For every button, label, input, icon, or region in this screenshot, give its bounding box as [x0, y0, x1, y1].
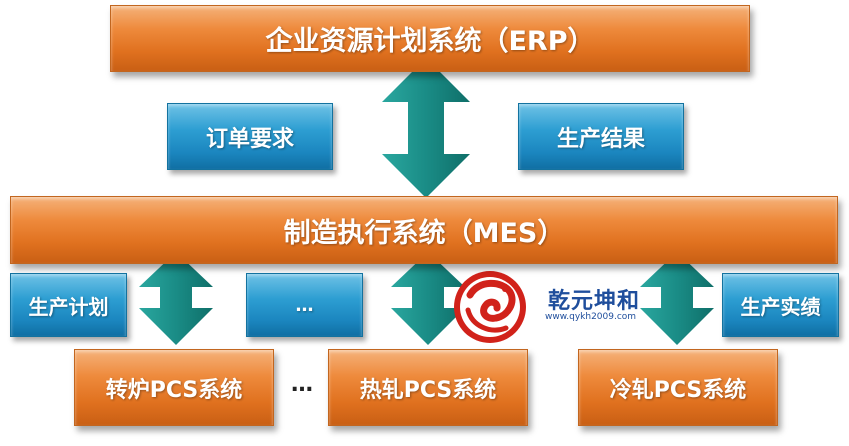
mes-system-box: 制造执行系统（MES）: [10, 196, 838, 264]
order-requirement-label: 订单要求: [205, 126, 294, 152]
order-requirement-tag: 订单要求: [167, 103, 333, 170]
production-result-label: 生产结果: [556, 126, 645, 152]
ellipsis-tag: …: [246, 273, 363, 337]
mes-converter-double-arrow: [139, 252, 213, 345]
logo-name: 乾元坤和: [548, 289, 641, 314]
mes-label: 制造执行系统（MES）: [283, 217, 565, 249]
erp-mes-double-arrow: [382, 58, 470, 198]
mes-cold-rolling-double-arrow: [640, 252, 714, 345]
dragon-logo-icon: [454, 271, 526, 343]
erp-label: 企业资源计划系统（ERP）: [265, 26, 595, 57]
production-result-tag: 生产结果: [518, 103, 684, 170]
ellipsis-tag-label: …: [295, 294, 314, 316]
converter-pcs-label: 转炉PCS系统: [105, 377, 243, 403]
cold-rolling-pcs-box: 冷轧PCS系统: [578, 349, 778, 426]
mes-hot-rolling-double-arrow: [391, 252, 465, 345]
pcs-ellipsis: …: [291, 372, 313, 397]
hot-rolling-pcs-label: 热轧PCS系统: [359, 377, 497, 403]
hot-rolling-pcs-box: 热轧PCS系统: [328, 349, 528, 426]
erp-system-box: 企业资源计划系统（ERP）: [110, 5, 750, 72]
logo-url: www.qykh2009.com: [545, 312, 637, 322]
production-plan-tag: 生产计划: [10, 273, 127, 337]
converter-pcs-box: 转炉PCS系统: [74, 349, 274, 426]
production-performance-label: 生产实绩: [740, 294, 821, 319]
cold-rolling-pcs-label: 冷轧PCS系统: [609, 377, 747, 403]
production-plan-label: 生产计划: [28, 294, 109, 319]
production-performance-tag: 生产实绩: [722, 273, 839, 337]
